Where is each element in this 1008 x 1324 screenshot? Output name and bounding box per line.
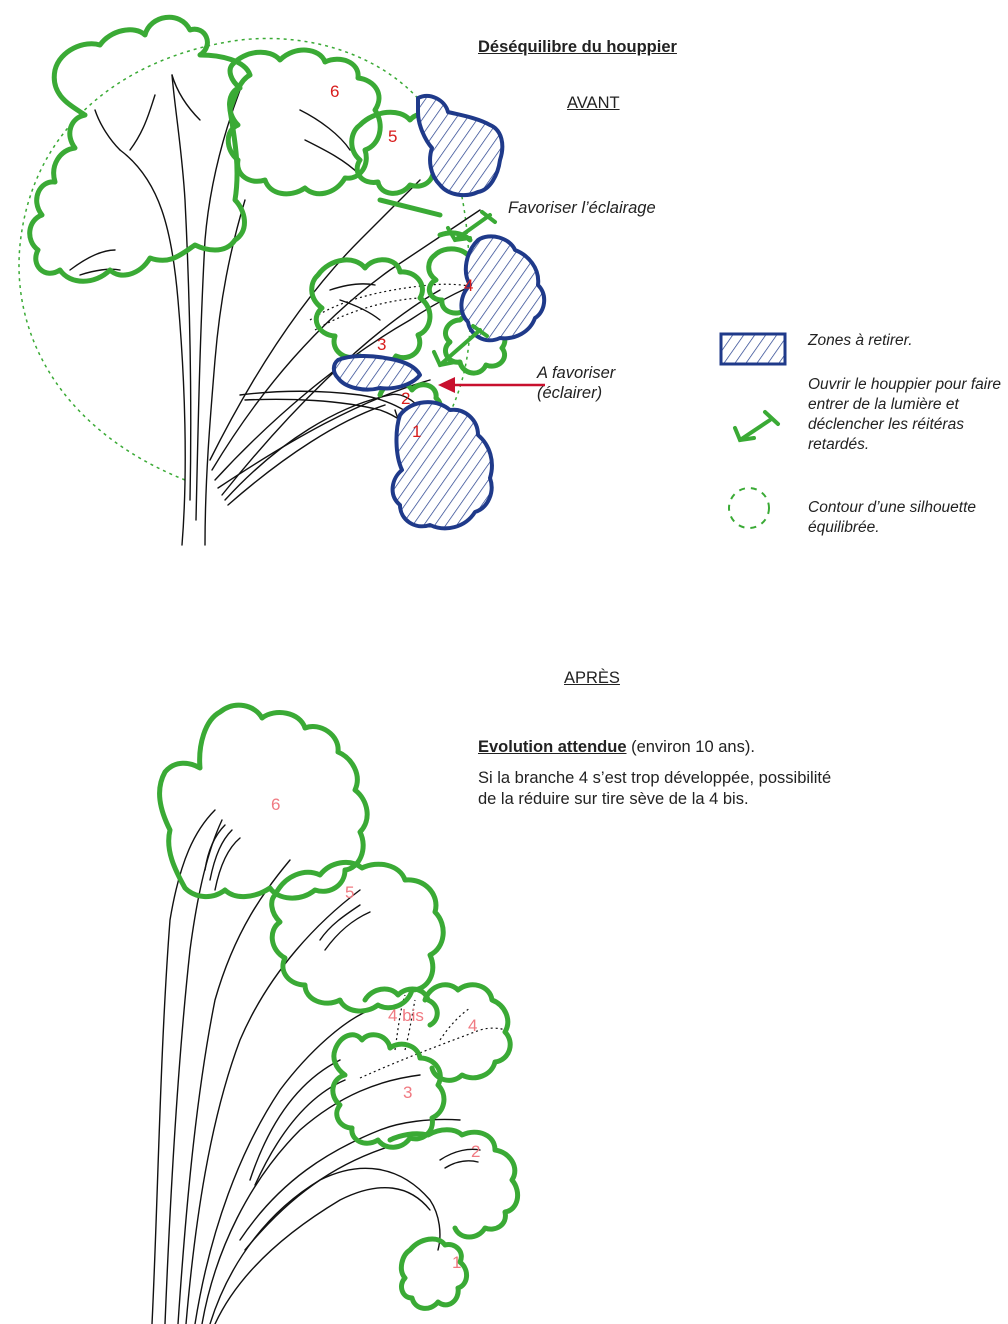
evolution-block: Evolution attendue (environ 10 ans). Si … (478, 737, 838, 820)
evolution-heading: Evolution attendue (environ 10 ans). (478, 737, 838, 758)
evolution-text: Si la branche 4 s’est trop développée, p… (478, 769, 832, 808)
legend-light-arrow-icon (733, 410, 780, 443)
light-arrows (432, 210, 497, 368)
avant-tree: 1 2 3 4 5 6 (18, 14, 547, 546)
dotted-branch (314, 297, 421, 331)
evolution-label: Evolution attendue (478, 738, 627, 756)
annotation-a-favoriser: A favoriser (éclairer) (537, 363, 657, 403)
avant-heading: AVANT (567, 94, 620, 112)
legend-icons (719, 332, 787, 529)
page-title: Déséquilibre du houppier (478, 38, 677, 56)
branch-number-6: 6 (330, 82, 339, 101)
legend-contour-text: Contour d’une silhouette équilibrée. (808, 499, 977, 536)
branch-number-after-4bis: 4 bis (388, 1006, 424, 1025)
branch-number-4: 4 (464, 276, 473, 295)
legend-hatch-swatch (719, 332, 787, 366)
apres-heading: APRÈS (564, 669, 620, 687)
foliage-outlines (27, 14, 508, 423)
branch-number-1: 1 (412, 422, 421, 441)
branch-number-after-1: 1 (452, 1253, 461, 1272)
branch-number-after-4: 4 (468, 1016, 477, 1035)
red-arrow (438, 377, 545, 393)
branch-number-after-6: 6 (271, 795, 280, 814)
dotted-branch-after (394, 994, 406, 1051)
legend-zones-text: Zones à retirer. (808, 332, 913, 349)
apres-tree: 6 5 4 bis 4 3 2 1 (151, 702, 521, 1324)
branch-number-2: 2 (401, 389, 410, 408)
evolution-suffix: (environ 10 ans). (626, 738, 755, 756)
foliage-outlines-after (157, 702, 521, 1311)
trunk-branches-after (151, 809, 481, 1324)
balanced-silhouette-contour (18, 37, 471, 481)
annotation-a-favoriser-line2: (éclairer) (537, 384, 603, 402)
legend-dashed-circle-icon (728, 487, 770, 529)
dotted-branch-after (439, 1007, 471, 1041)
dotted-branch-after (359, 1027, 506, 1079)
annotation-favoriser-eclairage: Favoriser l’éclairage (508, 199, 656, 217)
annotation-a-favoriser-line1: A favoriser (537, 364, 616, 382)
branch-number-5: 5 (388, 127, 397, 146)
branch-number-after-3: 3 (403, 1083, 412, 1102)
legend-ouvrir-text: Ouvrir le houppier pour faire entrer de … (808, 376, 1001, 453)
branch-number-after-5: 5 (345, 883, 354, 902)
branch-number-3: 3 (377, 335, 386, 354)
zones-to-remove (331, 93, 547, 531)
branch-number-after-2: 2 (471, 1142, 480, 1161)
